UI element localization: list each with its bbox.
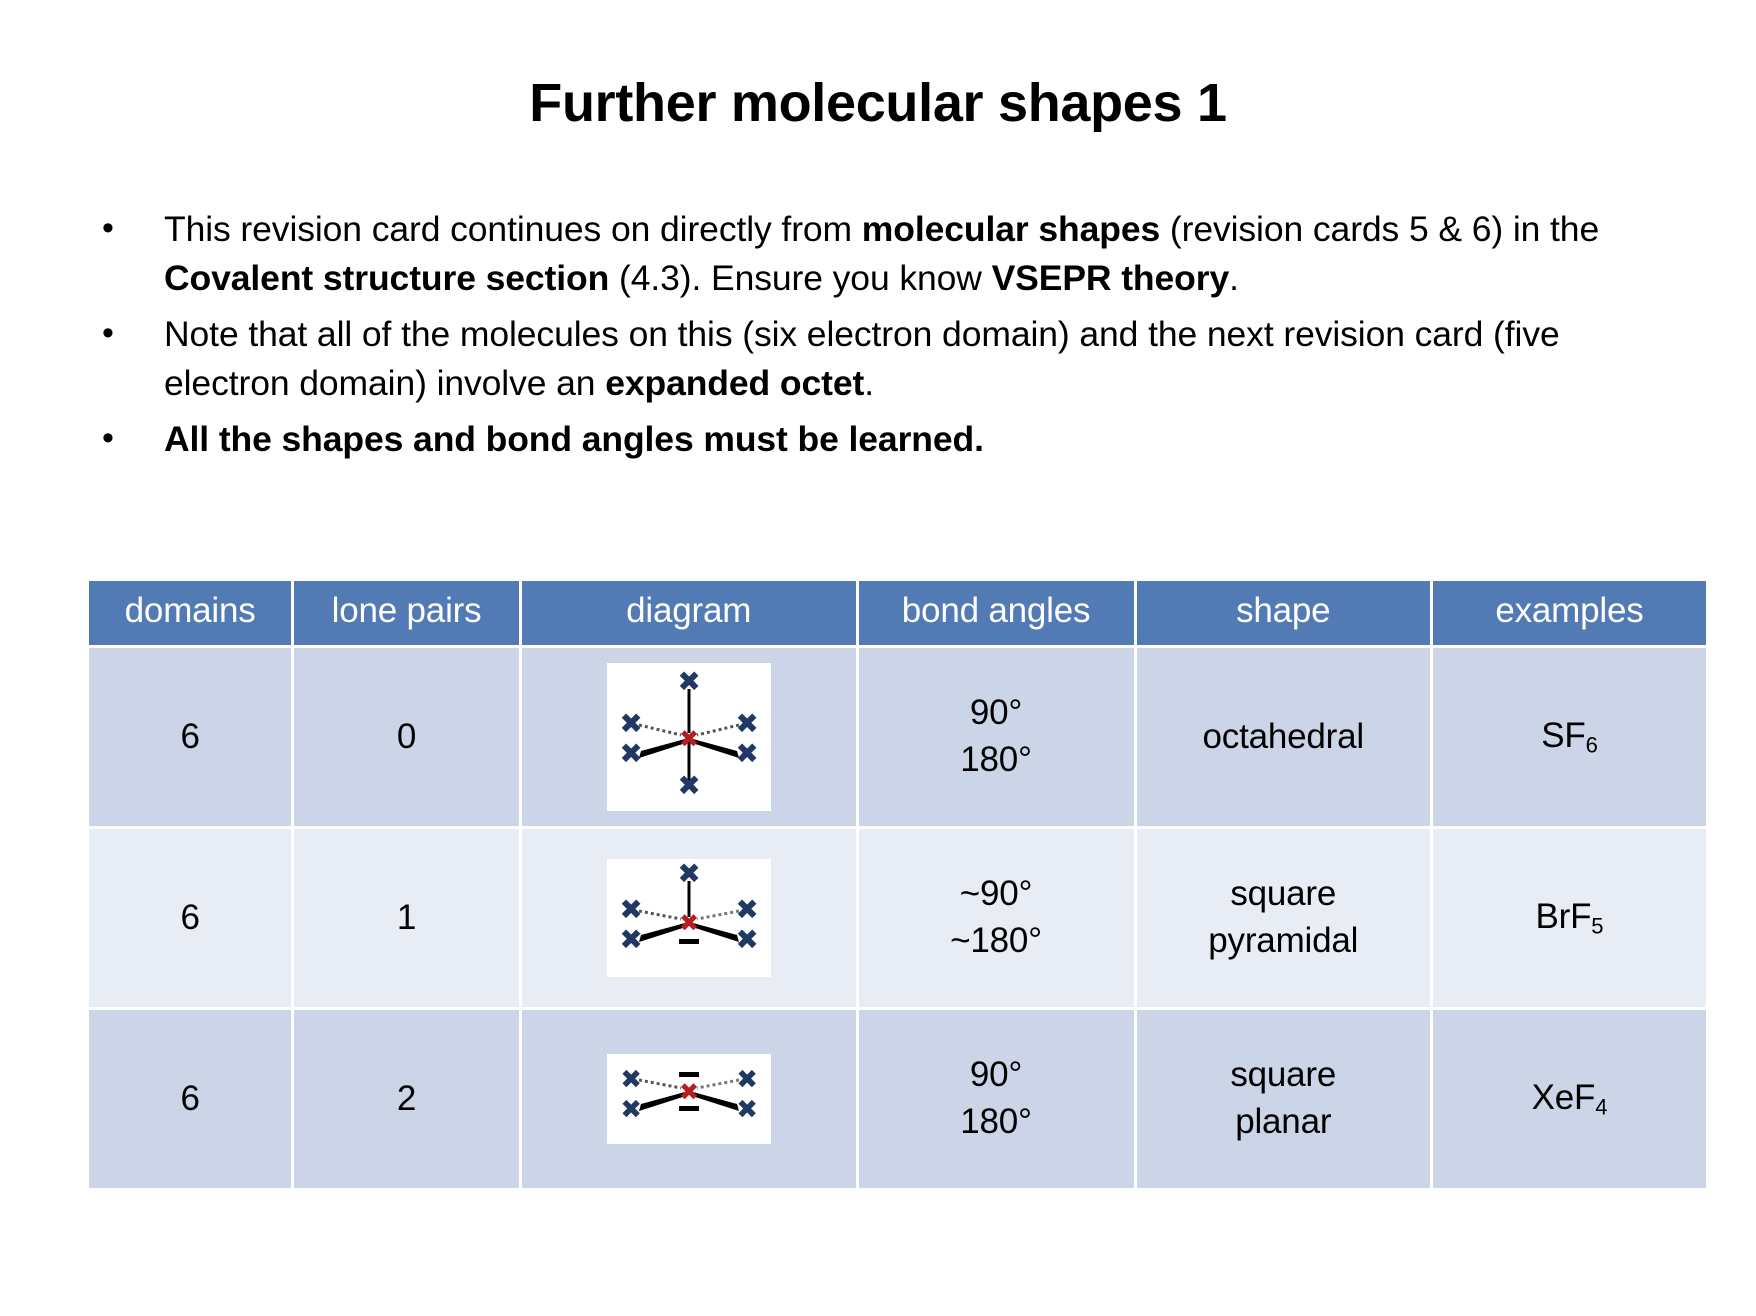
bullet-item-2: • Note that all of the molecules on this… xyxy=(86,310,1686,408)
table-header-row: domains lone pairs diagram bond angles s… xyxy=(89,581,1706,645)
square-planar-dot-cross-diagram: ✖ ✖ ✖ ✖ ✖ xyxy=(606,1054,771,1144)
cell-example: XeF4 xyxy=(1432,1010,1706,1188)
column-header-domains: domains xyxy=(89,581,292,645)
shape-line-2: pyramidal xyxy=(1208,921,1359,960)
table-row: 6 0 xyxy=(89,648,1706,826)
cell-example: SF6 xyxy=(1432,648,1706,826)
svg-text:✖: ✖ xyxy=(679,909,699,937)
table-row: 6 1 xyxy=(89,829,1706,1007)
svg-text:✖: ✖ xyxy=(619,923,642,956)
octahedral-dot-cross-diagram: ✖ ✖ ✖ ✖ ✖ ✖ ✖ xyxy=(606,663,771,811)
bond-angle-line-1: 90° xyxy=(969,1055,1023,1095)
bullet-marker-icon: • xyxy=(102,209,114,247)
bullet-text-1: This revision card continues on directly… xyxy=(164,209,1600,298)
cell-shape: square pyramidal xyxy=(1136,829,1430,1007)
svg-text:✖: ✖ xyxy=(677,859,700,890)
svg-text:✖: ✖ xyxy=(620,1065,642,1095)
column-header-bond-angles: bond angles xyxy=(858,581,1134,645)
cell-diagram: ✖ ✖ ✖ ✖ ✖ xyxy=(521,1010,856,1188)
svg-text:✖: ✖ xyxy=(620,1095,642,1125)
cell-domains: 6 xyxy=(89,1010,292,1188)
bullet-marker-icon: • xyxy=(102,418,114,457)
shape-line-1: square xyxy=(1230,1055,1337,1095)
svg-text:✖: ✖ xyxy=(619,707,642,740)
cell-diagram: ✖ ✖ ✖ ✖ ✖ ✖ ✖ xyxy=(521,648,856,826)
cell-example: BrF5 xyxy=(1432,829,1706,1007)
cell-domains: 6 xyxy=(89,829,292,1007)
bond-angle-line-2: 180° xyxy=(960,740,1032,779)
example-formula-subscript: 6 xyxy=(1585,732,1598,758)
example-formula-symbol: XeF xyxy=(1531,1077,1596,1117)
example-formula-symbol: SF xyxy=(1541,715,1586,755)
svg-text:✖: ✖ xyxy=(679,1078,699,1106)
cell-bond-angles: 90° 180° xyxy=(858,648,1134,826)
example-formula-symbol: BrF xyxy=(1535,896,1592,936)
cell-domains: 6 xyxy=(89,648,292,826)
bond-angle-line-1: ~90° xyxy=(959,874,1033,914)
bond-angle-line-1: 90° xyxy=(969,693,1023,733)
bond-angle-line-2: 180° xyxy=(960,1102,1032,1141)
table-row: 6 2 xyxy=(89,1010,1706,1188)
example-formula-subscript: 5 xyxy=(1591,913,1604,939)
cell-bond-angles: ~90° ~180° xyxy=(858,829,1134,1007)
bullet-text-3: All the shapes and bond angles must be l… xyxy=(164,418,984,459)
bullet-item-1: • This revision card continues on direct… xyxy=(86,205,1686,303)
column-header-lone-pairs: lone pairs xyxy=(294,581,519,645)
bullet-marker-icon: • xyxy=(102,313,114,352)
bond-angle-line-2: ~180° xyxy=(950,921,1042,960)
svg-text:✖: ✖ xyxy=(736,1095,758,1125)
svg-text:✖: ✖ xyxy=(735,923,758,956)
svg-text:✖: ✖ xyxy=(735,707,758,740)
svg-text:✖: ✖ xyxy=(679,725,699,753)
cell-diagram: ✖ ✖ ✖ ✖ ✖ ✖ xyxy=(521,829,856,1007)
shape-line-2: planar xyxy=(1235,1102,1332,1141)
cell-lone-pairs: 0 xyxy=(294,648,519,826)
column-header-diagram: diagram xyxy=(521,581,856,645)
svg-text:✖: ✖ xyxy=(619,737,642,770)
cell-shape: square planar xyxy=(1136,1010,1430,1188)
svg-text:✖: ✖ xyxy=(735,893,758,926)
shapes-table-wrapper: domains lone pairs diagram bond angles s… xyxy=(86,578,1709,1191)
shape-line-1: octahedral xyxy=(1202,716,1365,756)
example-formula-subscript: 4 xyxy=(1595,1094,1608,1120)
square-pyramidal-dot-cross-diagram: ✖ ✖ ✖ ✖ ✖ ✖ xyxy=(606,859,771,977)
page-title: Further molecular shapes 1 xyxy=(529,73,1227,133)
bullet-item-3: • All the shapes and bond angles must be… xyxy=(86,415,1686,464)
shapes-table: domains lone pairs diagram bond angles s… xyxy=(86,578,1709,1191)
cell-lone-pairs: 1 xyxy=(294,829,519,1007)
bullet-list: • This revision card continues on direct… xyxy=(86,205,1686,471)
shape-line-1: square xyxy=(1230,874,1337,914)
bullet-text-2: Note that all of the molecules on this (… xyxy=(164,313,1560,403)
column-header-examples: examples xyxy=(1432,581,1706,645)
svg-text:✖: ✖ xyxy=(735,737,758,770)
column-header-shape: shape xyxy=(1136,581,1430,645)
svg-text:✖: ✖ xyxy=(677,665,700,698)
svg-text:✖: ✖ xyxy=(736,1065,758,1095)
svg-text:✖: ✖ xyxy=(677,769,700,802)
svg-text:✖: ✖ xyxy=(619,893,642,926)
cell-bond-angles: 90° 180° xyxy=(858,1010,1134,1188)
cell-shape: octahedral xyxy=(1136,648,1430,826)
cell-lone-pairs: 2 xyxy=(294,1010,519,1188)
